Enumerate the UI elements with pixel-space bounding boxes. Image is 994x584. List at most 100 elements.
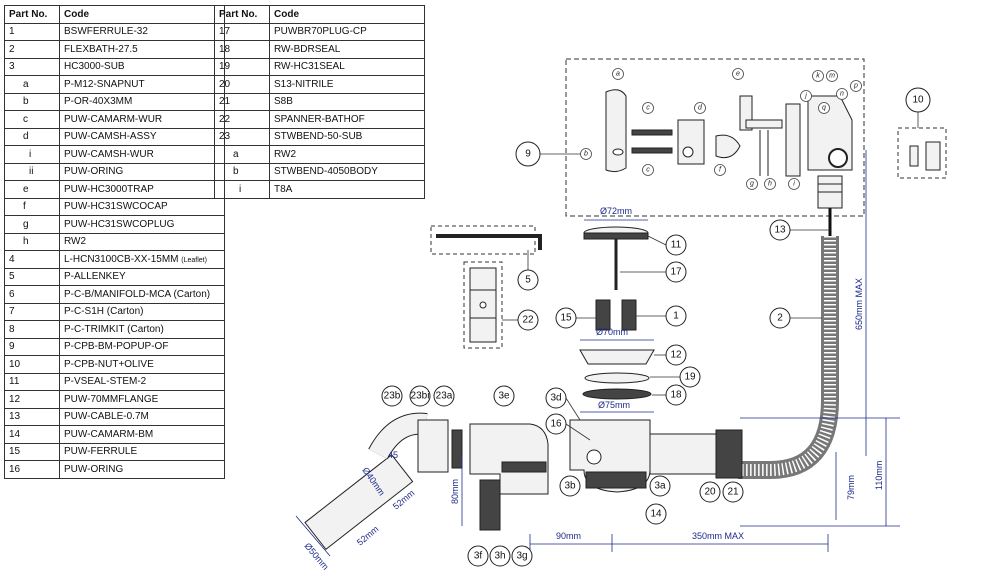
callout-label: 3e [498, 391, 510, 402]
callout-circle [679, 366, 701, 388]
sub-part-letter: i [793, 181, 795, 188]
callout-circle [545, 387, 567, 409]
sub-part-letter: f [719, 167, 722, 174]
callout-10: 10 [905, 87, 931, 113]
sub-part-label: g [746, 178, 758, 190]
sub-part-label: k [812, 70, 824, 82]
part-code-text: P-C-B/MANIFOLD-MCA (Carton) [64, 288, 211, 300]
part-code-text: PUW-CABLE-0.7M [64, 411, 149, 423]
callout-label: 20 [704, 487, 716, 498]
sub-part-label: h [764, 178, 776, 190]
part-code-text: P-M12-SNAPNUT [64, 78, 145, 90]
callout-label: 17 [670, 267, 682, 278]
callout-3a: 3a [649, 475, 671, 497]
part-code-text: RW-BDRSEAL [274, 43, 341, 55]
callout-label: 10 [912, 95, 924, 106]
part-code-text: PUW-HC31SWCOPLUG [64, 218, 175, 230]
callout-circle [409, 385, 431, 407]
ferrule-left [595, 299, 611, 331]
seal-ring [584, 372, 650, 384]
dim-90: 90mm [556, 531, 581, 541]
part-code-text: PUW-ORING [64, 463, 124, 475]
callout-circle [645, 503, 667, 525]
sub-part-circle [694, 102, 706, 114]
callout-label: 3f [474, 551, 483, 562]
dim-75: Ø75mm [598, 400, 630, 410]
callout-21: 21 [722, 481, 744, 503]
washer-ring [582, 388, 652, 400]
sub-part-letter: e [736, 71, 740, 78]
part-code-text: T8A [274, 183, 293, 195]
sub-part-label: c [642, 164, 654, 176]
allen-key-part [436, 234, 542, 250]
part-code-text: PUW-CAMARM-WUR [64, 113, 163, 125]
plug-rods [759, 130, 769, 176]
part-code-text: S13-NITRILE [274, 78, 334, 90]
bend-nut [417, 419, 449, 473]
sub-part-circle [714, 164, 726, 176]
callout-circle [489, 545, 511, 567]
trap-arm [745, 119, 783, 129]
callout-label: 9 [525, 149, 531, 160]
callout-16: 16 [545, 413, 567, 435]
callout-5: 5 [517, 269, 539, 291]
part-code-text: PUW-CAMSH-WUR [64, 148, 154, 160]
callout-leader [647, 235, 667, 246]
trap-outlet-pipe [649, 433, 717, 475]
part-code-text: STWBEND-50-SUB [274, 131, 363, 143]
flexible-hose [738, 236, 839, 479]
sub-part-label: b [580, 148, 592, 160]
part-code-text: PUW-CAMARM-BM [64, 428, 154, 440]
callout-label: 23a [436, 391, 453, 402]
sub-part-letter: p [853, 83, 858, 90]
sub-part-circle [642, 164, 654, 176]
sub-part-circle [642, 102, 654, 114]
callout-circle [517, 309, 539, 331]
sub-part-circle [812, 70, 824, 82]
dim-110: 110mm [874, 461, 884, 490]
sub-part-letter: d [698, 105, 703, 112]
callout-label: 1 [673, 311, 679, 322]
callout-label: 3d [550, 393, 561, 404]
part-code-text: PUW-FERRULE [64, 446, 138, 458]
callout-circle [699, 481, 721, 503]
sub-part-circle [732, 68, 744, 80]
olive-part [909, 145, 919, 167]
camshaft-body [677, 119, 705, 165]
callout-13: 13 [769, 219, 791, 241]
bend-pipe [304, 454, 414, 550]
callout-leader [565, 423, 591, 441]
ferrule-right [621, 299, 637, 331]
callout-label: 3g [516, 551, 527, 562]
callout-15: 15 [555, 307, 577, 329]
callout-label: 16 [550, 419, 562, 430]
part-code-text: L-HCN3100CB-XX-15MM [64, 253, 179, 265]
callout-circle [515, 141, 541, 167]
cam-arm-upper [631, 129, 673, 136]
callout-11: 11 [665, 234, 687, 256]
callout-label: 3a [654, 481, 666, 492]
callout-3g: 3g [511, 545, 533, 567]
sub-part-letter: c [646, 105, 650, 112]
callout-3b: 3b [559, 475, 581, 497]
part-code-text: SPANNER-BATHOF [274, 113, 365, 125]
callout-label: 23b [384, 391, 401, 402]
sub-part-circle [580, 148, 592, 160]
callout-circle [559, 475, 581, 497]
sub-part-letter: g [750, 181, 754, 188]
callout-circle [769, 307, 791, 329]
part-code-text: P-C-S1H (Carton) [64, 306, 144, 318]
callout-3d: 3d [545, 387, 567, 409]
sub-part-circle [612, 68, 624, 80]
callout-12: 12 [665, 344, 687, 366]
part-code-text: P-CPB-NUT+OLIVE [64, 358, 154, 370]
sub-part-letter: n [840, 91, 844, 98]
